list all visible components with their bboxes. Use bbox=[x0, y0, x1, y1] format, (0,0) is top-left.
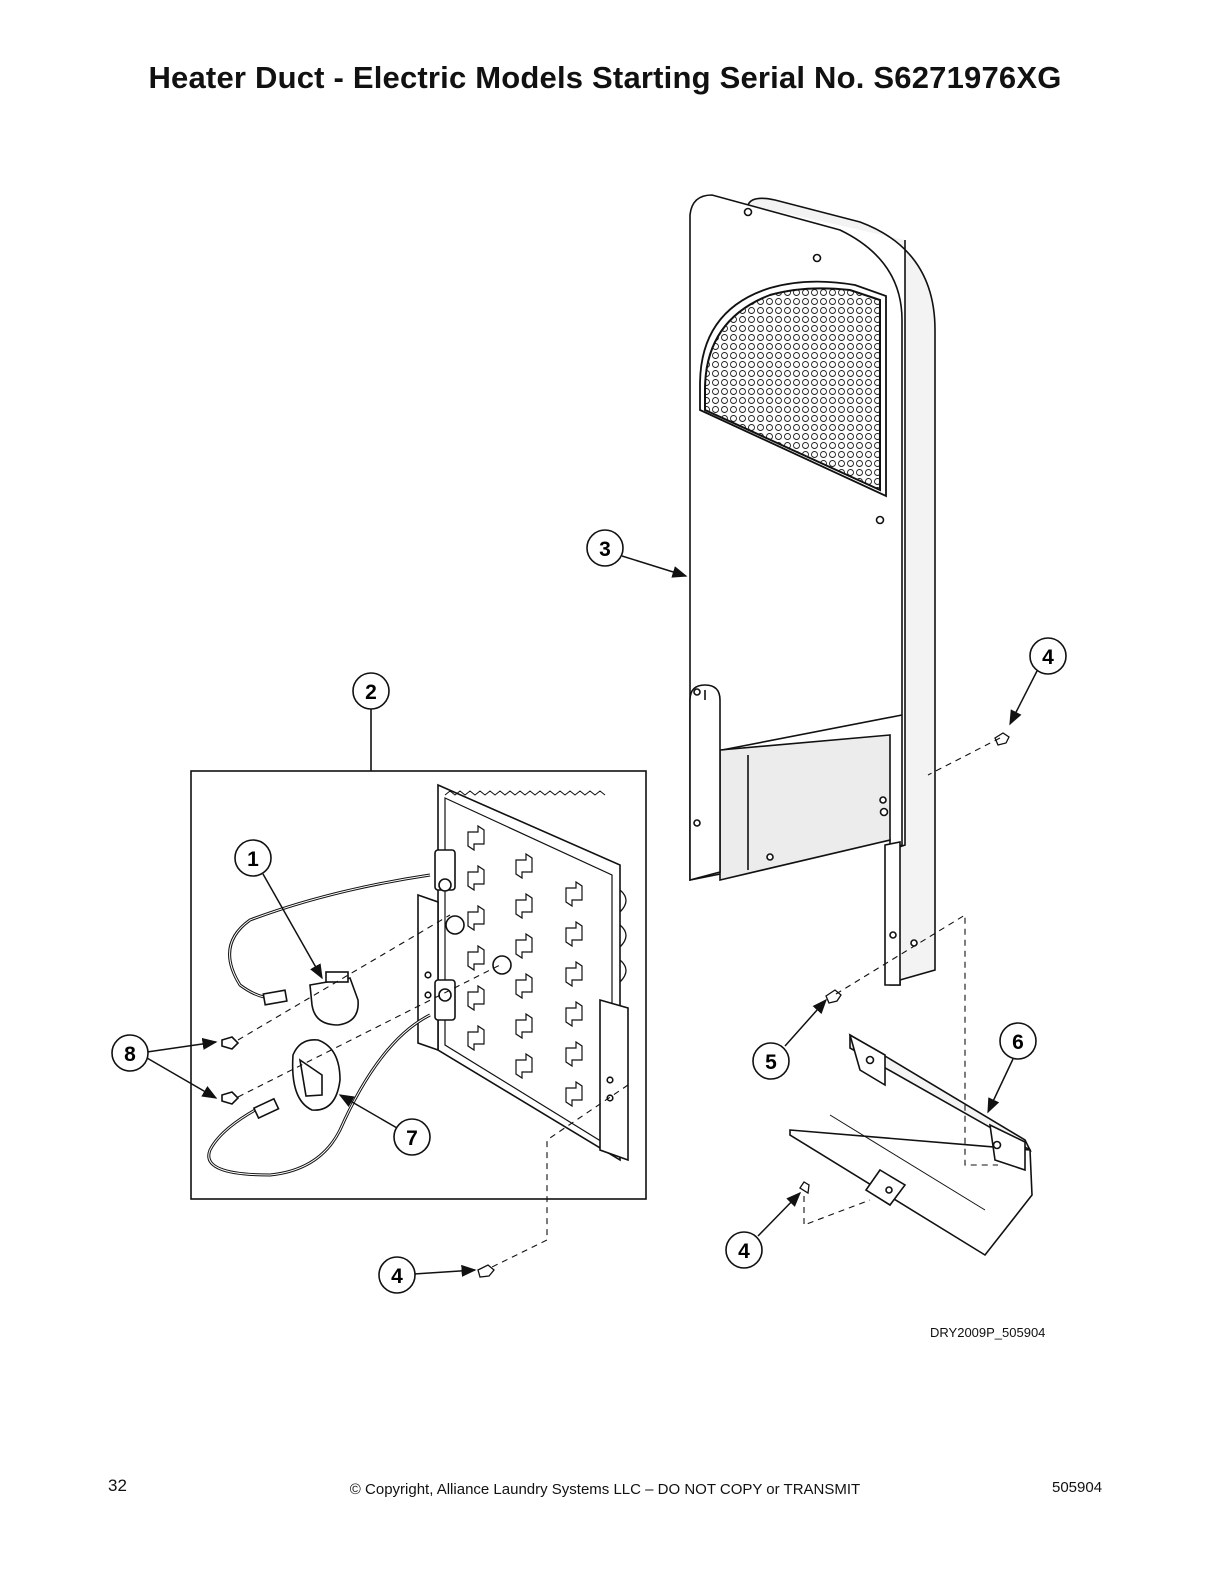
svg-text:3: 3 bbox=[599, 538, 611, 561]
svg-text:5: 5 bbox=[765, 1051, 777, 1074]
callout-7: 7 bbox=[393, 1118, 431, 1156]
screws bbox=[477, 732, 1010, 1278]
callout-4-assembly: 4 bbox=[378, 1256, 416, 1294]
svg-text:1: 1 bbox=[247, 848, 259, 871]
callout-5: 5 bbox=[752, 1042, 790, 1080]
page-number: 32 bbox=[108, 1476, 127, 1495]
leader-lines bbox=[146, 555, 1038, 1277]
svg-text:4: 4 bbox=[738, 1240, 750, 1263]
svg-text:2: 2 bbox=[365, 681, 377, 704]
heater-assembly-frame bbox=[190, 708, 647, 1200]
callout-4-bracket: 4 bbox=[725, 1231, 763, 1269]
document-number: 505904 bbox=[1052, 1479, 1103, 1496]
callout-6: 6 bbox=[999, 1022, 1037, 1060]
page-title: Heater Duct - Electric Models Starting S… bbox=[148, 60, 1062, 95]
callout-2: 2 bbox=[352, 672, 390, 710]
duct-bracket-part bbox=[789, 1033, 1033, 1257]
assembly-guide-lines bbox=[489, 737, 1001, 1269]
svg-text:6: 6 bbox=[1012, 1031, 1024, 1054]
heater-duct-part bbox=[689, 194, 936, 986]
copyright-notice: © Copyright, Alliance Laundry Systems LL… bbox=[349, 1481, 861, 1498]
callout-8: 8 bbox=[111, 1034, 149, 1072]
callout-1: 1 bbox=[234, 839, 272, 877]
callout-3: 3 bbox=[586, 529, 624, 567]
callout-4-duct: 4 bbox=[1029, 637, 1067, 675]
svg-text:4: 4 bbox=[1042, 646, 1054, 669]
svg-text:8: 8 bbox=[124, 1043, 136, 1066]
figure-id: DRY2009P_505904 bbox=[930, 1325, 1046, 1340]
svg-text:7: 7 bbox=[406, 1127, 418, 1150]
svg-text:4: 4 bbox=[391, 1265, 403, 1288]
